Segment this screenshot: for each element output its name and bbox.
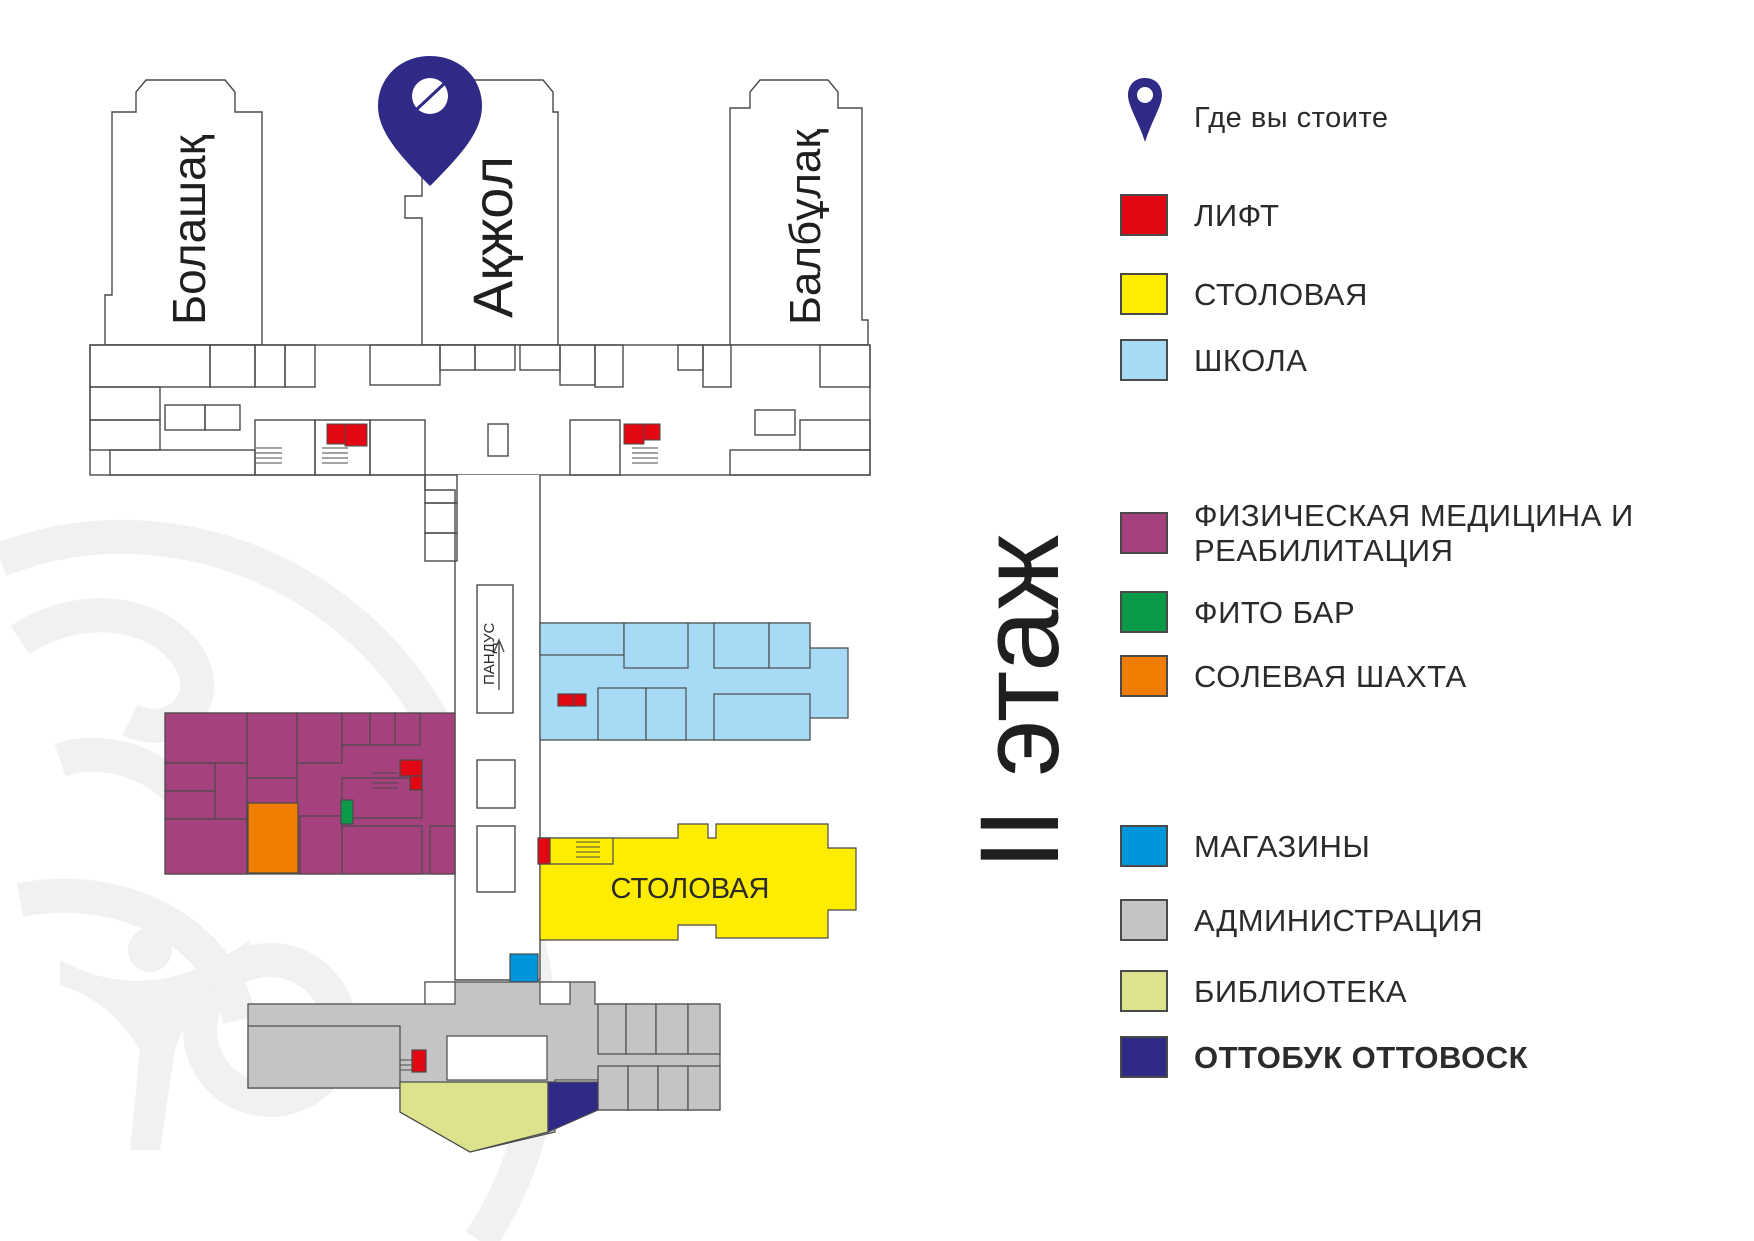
- legend-item-canteen: СТОЛОВАЯ: [1120, 273, 1368, 315]
- canteen-map-label: СТОЛОВАЯ: [611, 873, 770, 905]
- elevator-marks-top: [256, 423, 661, 464]
- legend-item-administration: АДМИНИСТРАЦИЯ: [1120, 899, 1483, 941]
- legend-label-elevator: ЛИФТ: [1194, 197, 1280, 233]
- legend-swatch-shops: [1120, 825, 1168, 867]
- ramp-label: ПАНДУС: [481, 623, 498, 685]
- legend-swatch-rehabilitation: [1120, 512, 1168, 554]
- legend-item-elevator: ЛИФТ: [1120, 194, 1279, 236]
- legend-label-ottobuk: ОТТОБУК ОТТОВОСК: [1194, 1039, 1529, 1075]
- watermark-figure: [60, 928, 250, 1150]
- legend-item-shops: МАГАЗИНЫ: [1120, 825, 1370, 867]
- legend-swatch-school: [1120, 339, 1168, 381]
- canteen-zone: [537, 823, 857, 941]
- legend-label-shops: МАГАЗИНЫ: [1194, 828, 1371, 864]
- legend-swatch-elevator: [1120, 194, 1168, 236]
- legend-label-library: БИБЛИОТЕКА: [1194, 973, 1408, 1009]
- legend-label-school: ШКОЛА: [1194, 342, 1308, 378]
- legend-item-school: ШКОЛА: [1120, 339, 1307, 381]
- school-zone: [539, 622, 849, 741]
- floor-label: II этаж: [957, 535, 1082, 870]
- legend-item-library: БИБЛИОТЕКА: [1120, 970, 1407, 1012]
- wing-label-balbulak: Балбұлақ: [781, 129, 830, 325]
- wing-label-bolashak: Болашақ: [163, 134, 215, 325]
- legend-label-canteen: СТОЛОВАЯ: [1194, 276, 1368, 312]
- legend-label-administration: АДМИНИСТРАЦИЯ: [1194, 902, 1484, 938]
- legend-label-salt-mine: СОЛЕВАЯ ШАХТА: [1194, 658, 1467, 694]
- legend-item-phyto-bar: ФИТО БАР: [1120, 591, 1355, 633]
- legend-item-rehabilitation: ФИЗИЧЕСКАЯ МЕДИЦИНА И РЕАБИЛИТАЦИЯ: [1120, 498, 1634, 568]
- legend-you-are-here-label: Где вы стоите: [1194, 102, 1389, 134]
- wing-label-akzhol: Ақжол: [461, 156, 524, 318]
- legend-swatch-library: [1120, 970, 1168, 1012]
- legend-swatch-administration: [1120, 899, 1168, 941]
- legend-label-rehabilitation: ФИЗИЧЕСКАЯ МЕДИЦИНА И: [1194, 498, 1634, 533]
- legend-swatch-salt-mine: [1120, 655, 1168, 697]
- legend-swatch-ottobuk: [1120, 1036, 1168, 1078]
- legend-pin-icon: [1126, 76, 1164, 149]
- legend-item-ottobuk: ОТТОБУК ОТТОВОСК: [1120, 1036, 1528, 1078]
- legend-swatch-canteen: [1120, 273, 1168, 315]
- legend-label-rehabilitation-line2: РЕАБИЛИТАЦИЯ: [1194, 533, 1454, 568]
- legend-label-phyto-bar: ФИТО БАР: [1194, 594, 1356, 630]
- legend-swatch-phyto-bar: [1120, 591, 1168, 633]
- legend-item-salt-mine: СОЛЕВАЯ ШАХТА: [1120, 655, 1467, 697]
- map-location-pin-icon: [378, 56, 482, 186]
- administration-zone: [247, 953, 721, 1153]
- legend-you-are-here: Где вы стоите: [1194, 101, 1389, 136]
- rehabilitation-zone: [164, 712, 456, 875]
